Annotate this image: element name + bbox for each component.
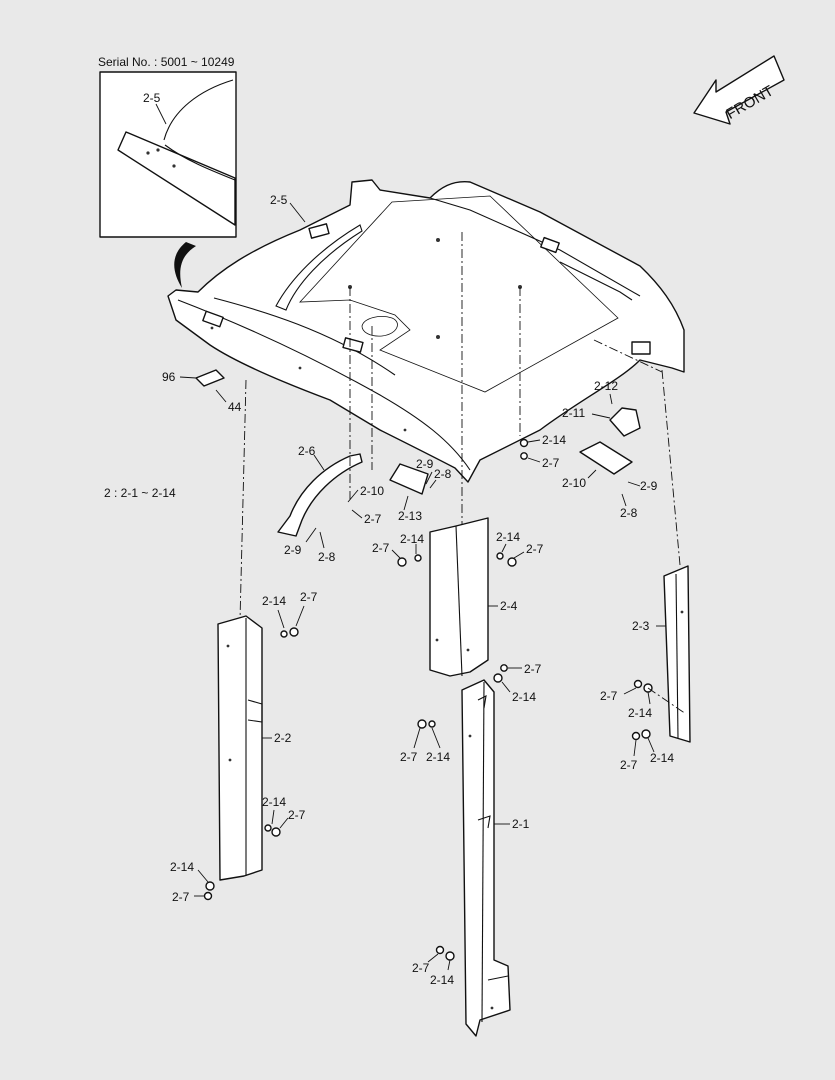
callout-2-7-f: 2-7 [288,808,306,822]
speaker-2-10-2-11: 2-12 2-11 2-14 2-7 2-10 2-9 2-8 [519,379,658,520]
callout-2-7-d: 2-7 [526,542,544,556]
callout-2-7-h: 2-7 [524,662,542,676]
callout-2-5-inset: 2-5 [143,91,161,105]
assembly-lines [239,232,681,621]
callout-2-7-i: 2-7 [400,750,418,764]
callout-2-2: 2-2 [274,731,292,745]
part-96: 96 44 [162,369,242,414]
callout-2-7-j: 2-7 [412,961,430,975]
grab-handle-2-6: 2-6 2-9 2-8 [277,444,363,564]
callout-2-7-b: 2-7 [542,456,560,470]
callout-2-8-b: 2-8 [434,467,452,481]
callout-2-14-f: 2-14 [170,860,194,874]
callout-2-14-c: 2-14 [496,530,520,544]
callout-2-7-e: 2-7 [300,590,318,604]
roof-liner-2-5: 2-5 [167,179,685,483]
callout-2-1: 2-1 [512,817,530,831]
callout-44: 44 [228,400,242,414]
callout-2-8-c: 2-8 [620,506,638,520]
callout-2-8-a: 2-8 [318,550,336,564]
inset-arrow [174,242,196,288]
callout-2-14-d: 2-14 [262,594,286,608]
callout-2-6: 2-6 [298,444,316,458]
callout-2-14-g: 2-14 [512,690,536,704]
callout-2-13: 2-13 [398,509,422,523]
callout-2-9-c: 2-9 [640,479,658,493]
pillar-trim-2-1: 2-1 2-7 2-14 2-7 2-14 2-7 2-14 [400,662,542,1037]
callout-2-7-k: 2-7 [600,689,618,703]
pillar-trim-2-4: 2-4 2-7 2-14 2-14 2-7 [372,517,544,677]
callout-2-10-b: 2-10 [562,476,586,490]
callout-2-4: 2-4 [500,599,518,613]
pillar-trim-2-2: 2-2 2-14 2-7 2-14 2-7 2-14 2-7 [170,590,318,904]
front-arrow: FRONT [693,55,785,125]
callout-2-7-c: 2-7 [372,541,390,555]
light-2-13: 2-13 2-9 2-8 2-10 2-7 [347,457,452,526]
callout-2-3: 2-3 [632,619,650,633]
callout-2-7-a: 2-7 [364,512,382,526]
callout-2-14-k: 2-14 [650,751,674,765]
callout-2-11: 2-11 [562,406,585,420]
callout-2-14-h: 2-14 [426,750,450,764]
callout-2-14-a: 2-14 [542,433,566,447]
group-note: 2 : 2-1 ~ 2-14 [104,486,176,500]
callout-2-5: 2-5 [270,193,288,207]
callout-2-14-i: 2-14 [430,973,454,987]
callout-2-14-b: 2-14 [400,532,424,546]
callout-2-9-b: 2-9 [416,457,434,471]
pillar-trim-2-3: 2-3 2-7 2-14 2-7 2-14 [600,565,691,772]
callout-2-10-a: 2-10 [360,484,384,498]
callout-96: 96 [162,370,176,384]
callout-2-12: 2-12 [594,379,618,393]
detail-inset: 2-5 [99,71,237,238]
callout-2-7-l: 2-7 [620,758,638,772]
callout-2-14-e: 2-14 [262,795,286,809]
serial-note: Serial No. : 5001 ~ 10249 [98,55,235,69]
callout-2-14-j: 2-14 [628,706,652,720]
callout-2-7-g: 2-7 [172,890,190,904]
callout-2-9-a: 2-9 [284,543,302,557]
